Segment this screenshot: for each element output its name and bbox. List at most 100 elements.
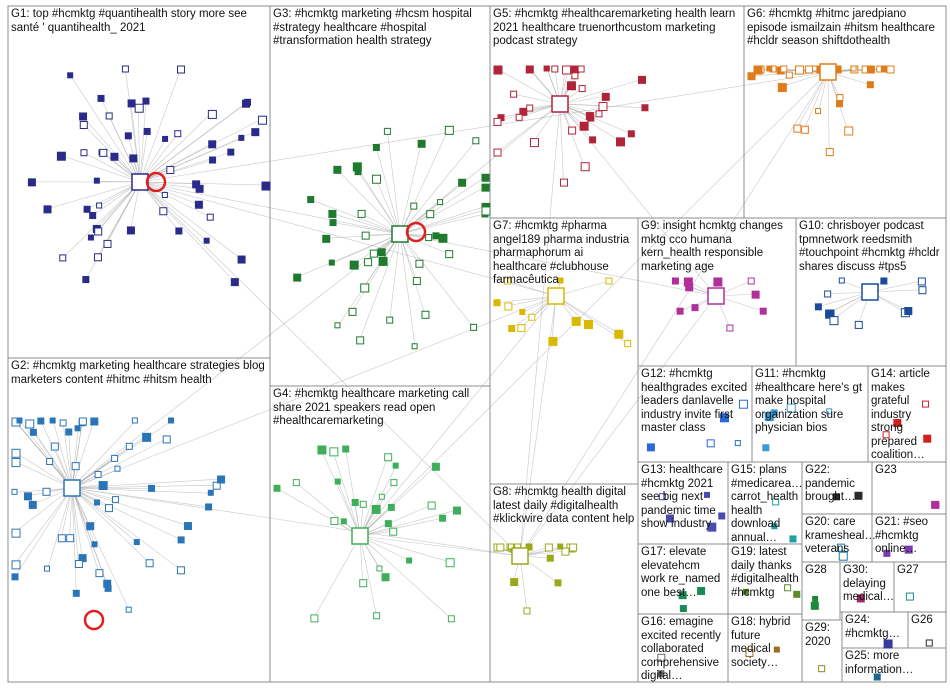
node-g2 — [145, 559, 154, 568]
edge — [125, 68, 141, 183]
node-g10 — [917, 277, 926, 286]
node-g2 — [125, 606, 132, 613]
group-label-g22: G22: pandemic brought… — [805, 464, 856, 503]
edge — [139, 181, 242, 260]
node-g9 — [726, 324, 734, 332]
node-g4 — [273, 484, 281, 492]
edge — [399, 143, 422, 235]
edge — [496, 68, 561, 105]
node-g3 — [437, 199, 444, 206]
edge — [359, 535, 377, 616]
node-g2 — [103, 579, 112, 588]
edge — [71, 487, 150, 563]
node-g4 — [445, 558, 455, 568]
node-g11 — [762, 444, 770, 452]
node-g2 — [142, 432, 152, 442]
edge — [399, 213, 486, 235]
node-g2 — [94, 499, 101, 506]
node-g23 — [931, 500, 940, 509]
node-g9 — [747, 277, 755, 285]
inter-group-edge — [139, 181, 521, 557]
node-g26 — [925, 639, 933, 647]
edge — [62, 422, 73, 489]
node-g5 — [589, 136, 597, 144]
node-g1 — [207, 109, 217, 119]
hub-node-g9 — [707, 287, 725, 305]
node-g2 — [66, 534, 75, 543]
node-g6 — [800, 125, 809, 134]
edge — [310, 199, 401, 235]
edge — [555, 280, 609, 297]
edge — [496, 103, 561, 153]
edge — [68, 431, 73, 489]
edge — [331, 213, 401, 235]
node-g28 — [810, 601, 819, 610]
edge — [496, 295, 557, 304]
node-g14 — [921, 400, 929, 408]
node-g21 — [904, 545, 913, 554]
group-label-g7: G7: #hcmktg #pharma angel189 pharma indu… — [493, 220, 630, 286]
node-g9 — [713, 277, 723, 287]
node-g1 — [194, 200, 203, 209]
node-g8 — [544, 543, 553, 552]
edge — [555, 295, 618, 334]
edge — [46, 181, 141, 210]
edge — [139, 113, 212, 183]
edge — [519, 555, 528, 611]
edge — [14, 487, 73, 533]
node-g13 — [704, 491, 711, 498]
node-g2 — [72, 589, 80, 597]
node-g3 — [481, 183, 490, 192]
node-g3 — [348, 307, 357, 316]
node-g7 — [557, 277, 564, 284]
node-g2 — [71, 462, 80, 471]
node-g4 — [439, 514, 447, 522]
node-g15 — [771, 523, 778, 530]
edge — [359, 504, 432, 537]
edge — [137, 107, 141, 183]
node-g4 — [310, 614, 319, 623]
group-label-g18: G18: hybrid future medical society… — [731, 616, 791, 669]
node-g3 — [364, 258, 373, 267]
node-g17 — [697, 586, 706, 595]
node-g5 — [641, 104, 649, 112]
node-g7 — [519, 309, 526, 316]
node-g4 — [431, 462, 440, 471]
edge — [351, 233, 401, 312]
edge — [71, 487, 182, 541]
hub-node-g7 — [547, 287, 565, 305]
node-g2 — [133, 539, 140, 546]
group-label-g12: G12: #hcmktg healthgrades excited leader… — [641, 368, 748, 434]
node-g3 — [369, 249, 378, 258]
node-g11 — [826, 408, 833, 415]
node-g2 — [217, 475, 226, 484]
node-g1 — [134, 103, 144, 113]
inter-group-edge — [559, 103, 717, 297]
node-g2 — [111, 454, 119, 462]
edge — [389, 233, 401, 321]
node-g2 — [147, 484, 155, 492]
edge — [387, 131, 401, 235]
node-g1 — [105, 112, 113, 120]
group-label-g13: G13: healthcare #hcmktg 2021 see big nex… — [641, 464, 723, 530]
node-g1 — [67, 72, 74, 79]
edge — [71, 420, 95, 489]
node-g6 — [793, 124, 802, 133]
node-g3 — [411, 343, 418, 350]
edge — [559, 79, 642, 105]
node-g1 — [143, 127, 151, 135]
node-g5 — [580, 162, 590, 172]
node-g3 — [357, 209, 366, 218]
node-g7 — [504, 302, 513, 311]
node-g1 — [237, 255, 246, 264]
node-g2 — [104, 504, 113, 513]
inter-group-edge — [399, 103, 561, 235]
hub-node-g6 — [819, 63, 837, 81]
node-g2 — [98, 481, 108, 491]
hub-node-g5 — [551, 95, 569, 113]
node-g6 — [777, 83, 787, 93]
node-g3 — [481, 206, 491, 216]
graph-nodes — [11, 63, 940, 681]
node-g7 — [517, 324, 526, 333]
node-g6 — [747, 72, 756, 81]
